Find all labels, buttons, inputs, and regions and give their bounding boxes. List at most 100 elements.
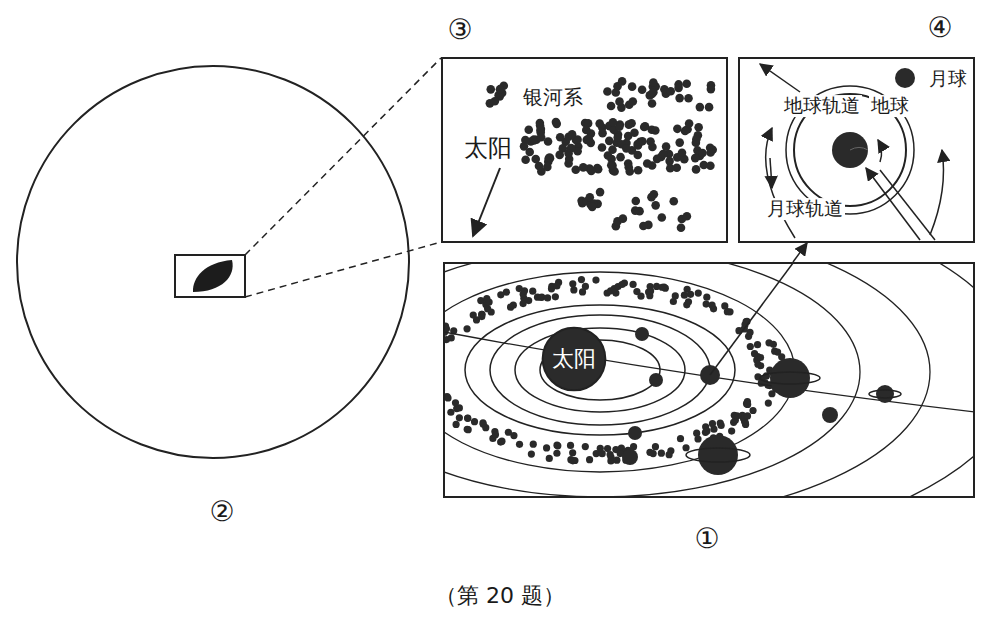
asteroid-dot — [613, 457, 620, 464]
star-dot — [555, 151, 564, 160]
asteroid-dot — [510, 302, 517, 309]
star-dot — [552, 118, 561, 127]
asteroid-dot — [520, 300, 527, 307]
star-dot — [630, 128, 639, 137]
orbit — [444, 263, 930, 497]
star-dot — [629, 97, 638, 106]
star-dot — [643, 159, 652, 168]
galaxy-stars — [486, 77, 717, 232]
star-dot — [631, 206, 640, 215]
star-dot — [692, 165, 701, 174]
asteroid-dot — [646, 449, 653, 456]
asteroid-dot — [728, 427, 735, 434]
asteroid-dot — [687, 291, 694, 298]
inset-frame — [175, 255, 245, 297]
earth-orbit-arc — [760, 64, 800, 92]
asteroid-dot — [658, 450, 665, 457]
asteroid-dot — [521, 287, 528, 294]
star-dot — [647, 193, 656, 202]
asteroid-dot — [751, 350, 758, 357]
asteroid-dot — [569, 449, 576, 456]
asteroid-dot — [452, 399, 459, 406]
asteroid-dot — [703, 300, 710, 307]
asteroid-dot — [552, 293, 559, 300]
asteroid-dot — [695, 289, 702, 296]
planet — [876, 385, 894, 403]
asteroid-dot — [652, 443, 659, 450]
asteroid-dot — [464, 415, 471, 422]
asteroid-dot — [765, 400, 772, 407]
star-dot — [675, 138, 684, 147]
planet — [628, 426, 642, 440]
planet-ring — [760, 372, 820, 384]
earth-moon-system — [760, 64, 944, 240]
asteroid-dot — [463, 325, 470, 332]
star-dot — [649, 88, 658, 97]
asteroid-dot — [724, 308, 731, 315]
orbit — [444, 263, 974, 497]
star-dot — [674, 84, 683, 93]
star-dot — [666, 164, 675, 173]
star-dot — [543, 163, 552, 172]
moon — [895, 68, 915, 88]
asteroid-dot — [483, 295, 490, 302]
asteroid-dot — [754, 341, 761, 348]
star-dot — [625, 120, 634, 129]
planet — [822, 407, 838, 423]
asteroid-dot — [586, 456, 593, 463]
star-dot — [595, 119, 604, 128]
asteroid-dot — [592, 277, 599, 284]
callout-number: ④ — [927, 12, 952, 44]
asteroid-dot — [747, 343, 754, 350]
star-dot — [486, 85, 495, 94]
asteroid-dot — [666, 451, 673, 458]
asteroid-dot — [582, 443, 589, 450]
caption: （第 20 题） — [435, 583, 565, 608]
callout-number: ③ — [447, 14, 472, 46]
asteroid-dot — [637, 293, 644, 300]
universe-circle: ② — [13, 62, 413, 462]
asteroid-dot — [717, 420, 724, 427]
star-dot — [537, 125, 546, 134]
solar-system — [444, 263, 974, 497]
asteroid-dot — [553, 450, 560, 457]
asteroid-dot — [528, 450, 535, 457]
asteroid-dot — [478, 313, 485, 320]
asteroid-dot — [492, 431, 499, 438]
planet — [770, 358, 810, 398]
asteroid-dot — [464, 414, 471, 421]
star-dot — [556, 133, 565, 142]
asteroid-dot — [471, 418, 478, 425]
orbit — [444, 263, 860, 497]
sun-disc: 太阳 — [542, 327, 606, 391]
asteroid-dot — [685, 298, 692, 305]
star-dot — [706, 161, 715, 170]
star-dot — [625, 167, 634, 176]
asteroid-dot — [497, 291, 504, 298]
planet-ring — [869, 390, 901, 398]
earth-moon-panel: ④地球轨道地球月球月球轨道 — [738, 57, 975, 243]
star-dot — [659, 150, 668, 159]
star-dot — [546, 154, 555, 163]
asteroid-dot — [530, 441, 537, 448]
universe-outline — [17, 66, 409, 458]
star-dot — [691, 154, 700, 163]
star-dot — [698, 149, 707, 158]
star-dot — [657, 213, 666, 222]
asteroid-dot — [659, 284, 666, 291]
asteroid-dot — [744, 401, 751, 408]
asteroid-dot — [448, 334, 455, 341]
asteroid-dot — [544, 294, 551, 301]
star-dot — [607, 102, 616, 111]
galaxy-label: 银河系 — [521, 86, 585, 109]
earth-orbit-arc — [770, 158, 772, 188]
star-dot — [598, 129, 607, 138]
zoom-line — [245, 242, 441, 297]
star-dot — [684, 94, 693, 103]
moon-label: 月球 — [927, 68, 969, 90]
galaxy-panel: ③银河系太阳 — [441, 57, 728, 243]
sun — [543, 328, 606, 391]
star-dot — [666, 87, 675, 96]
